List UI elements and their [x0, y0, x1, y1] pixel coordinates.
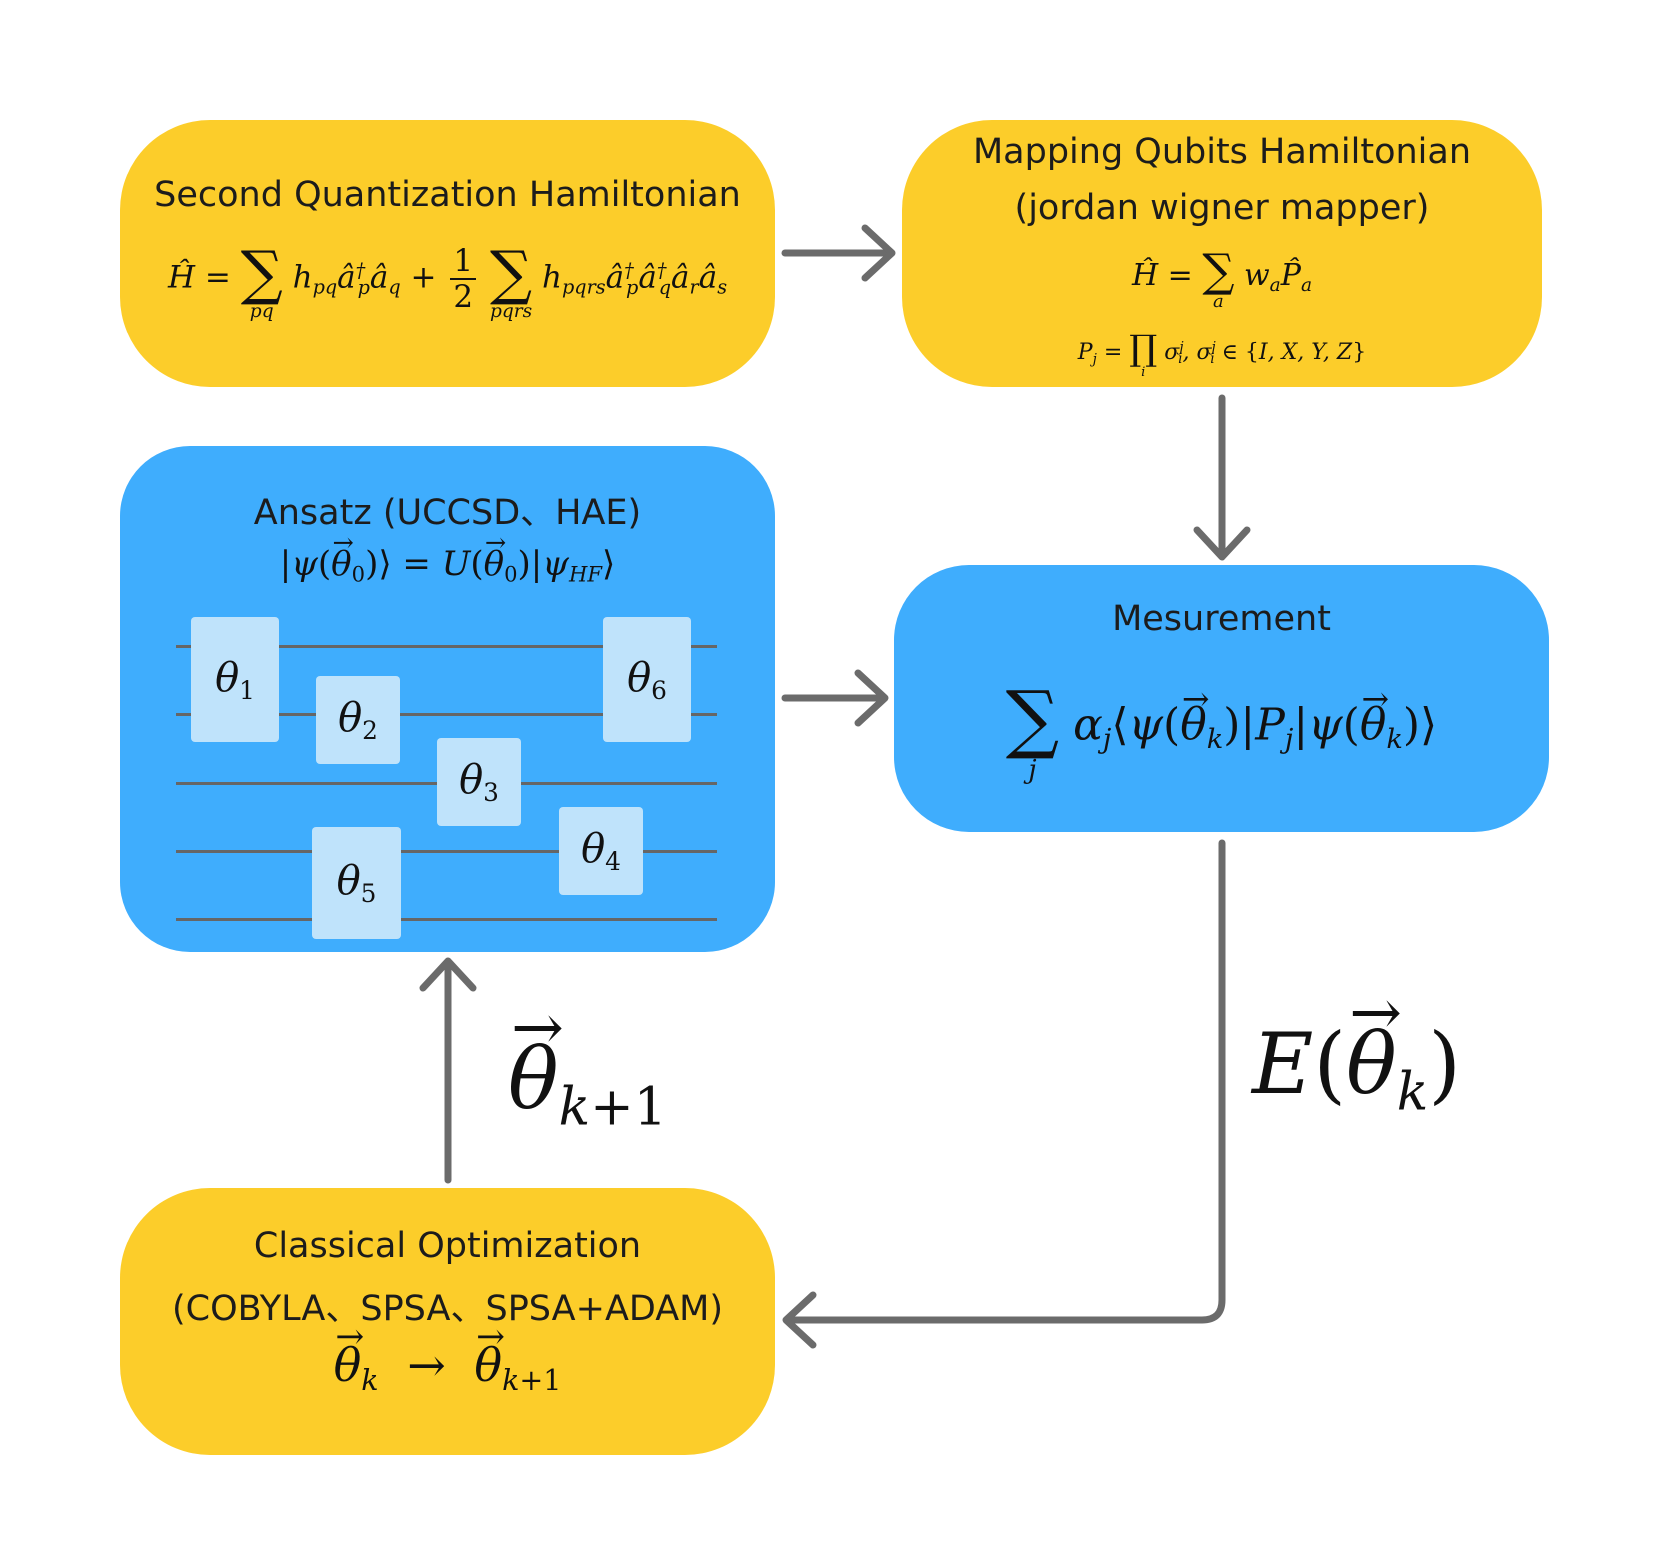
- mapping-formula-sum: Ĥ = ∑a waP̂a: [1131, 244, 1313, 313]
- optimization-box: Classical Optimization (COBYLA、SPSA、SPSA…: [120, 1188, 775, 1455]
- measurement-title: Mesurement: [1112, 599, 1331, 639]
- next-params-label: θk+1: [508, 991, 667, 1138]
- gate-theta-6: θ6: [603, 617, 691, 742]
- circuit-wire-4: [176, 850, 717, 853]
- gate-theta-3: θ3: [437, 738, 521, 826]
- second-quantization-box: Second Quantization Hamiltonian Ĥ = ∑pq …: [120, 120, 775, 387]
- second-quantization-title: Second Quantization Hamiltonian: [154, 175, 741, 215]
- energy-label: E(θk): [1252, 976, 1461, 1123]
- arrow-ansatz-to-measurement: [781, 669, 889, 727]
- mapping-title-line1: Mapping Qubits Hamiltonian: [972, 132, 1472, 172]
- optimization-title-line2: (COBYLA、SPSA、SPSA+ADAM): [171, 1289, 724, 1329]
- optimization-formula: θk → θk+1: [120, 1317, 775, 1398]
- mapping-box: Mapping Qubits Hamiltonian (jordan wigne…: [902, 120, 1542, 387]
- circuit-wire-2: [176, 713, 717, 716]
- arrow-mapping-to-measurement: [1193, 394, 1251, 561]
- ansatz-title: Ansatz (UCCSD、HAE): [253, 493, 642, 533]
- mapping-formula-pauli: Pj = ∏i σji, σji ∈ {I, X, Y, Z}: [1077, 328, 1367, 380]
- gate-theta-2: θ2: [316, 676, 400, 764]
- arrow-hamiltonian-to-mapping: [781, 224, 896, 282]
- circuit-wire-1: [176, 645, 717, 648]
- measurement-box: Mesurement ∑j αj⟨ψ(θk)|Pj|ψ(θk)⟩: [894, 565, 1549, 832]
- mapping-title-line2: (jordan wigner mapper): [1014, 188, 1430, 228]
- gate-theta-1: θ1: [191, 617, 279, 742]
- gate-theta-1-index: 1: [239, 675, 255, 705]
- optimization-title-line1: Classical Optimization: [253, 1226, 642, 1266]
- circuit-wire-5: [176, 918, 717, 921]
- measurement-formula: ∑j αj⟨ψ(θk)|Pj|ψ(θk)⟩: [894, 675, 1549, 783]
- arrow-optimization-to-ansatz: [419, 957, 477, 1184]
- gate-theta-5: θ5: [312, 827, 401, 939]
- arrow-measurement-to-optimization: [782, 839, 1226, 1349]
- ansatz-formula: |ψ(θ0)⟩ = U(θ0)|ψHF⟩: [120, 528, 775, 587]
- gate-theta-4: θ4: [559, 807, 643, 895]
